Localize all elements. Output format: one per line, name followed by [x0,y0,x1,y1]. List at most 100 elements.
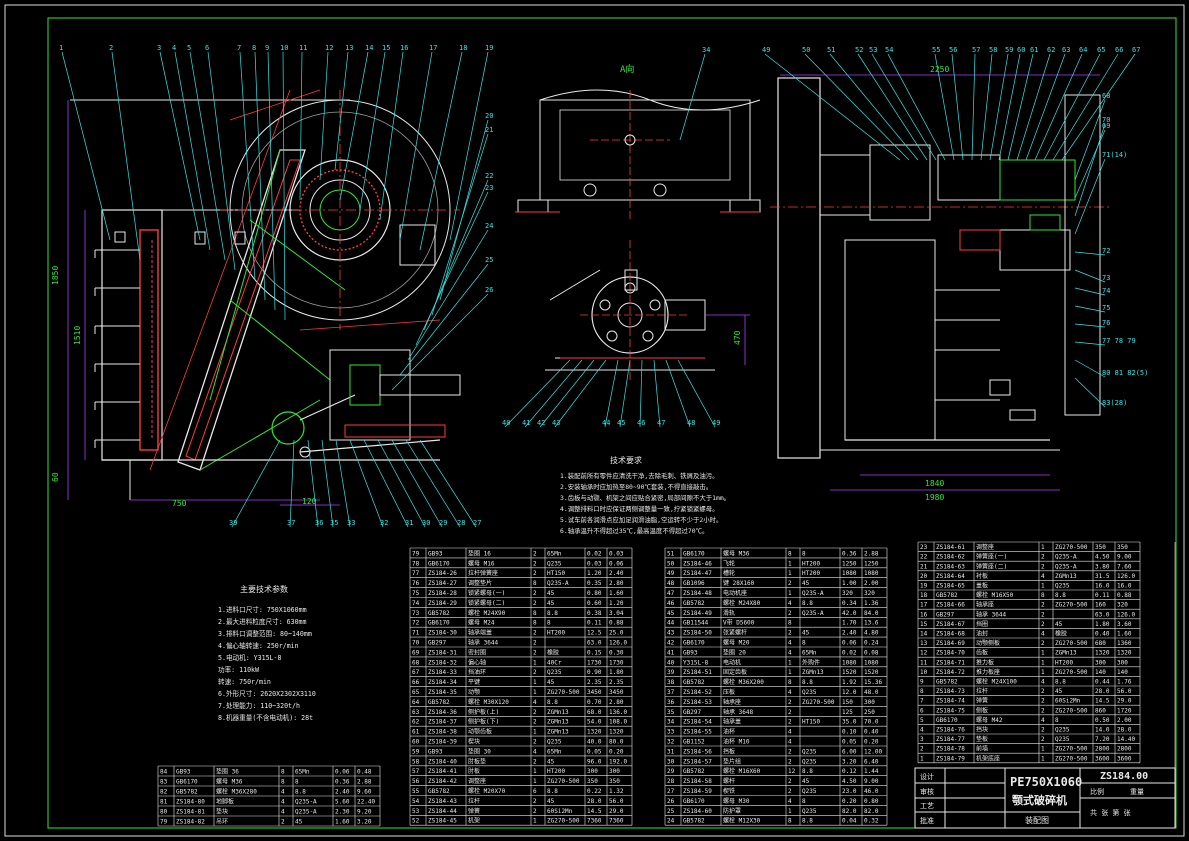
balloon-61: 61 [1030,46,1038,54]
bom-cell: 槽轮 [723,569,735,577]
bom-cell: 0.12 [842,768,857,775]
bom-cell: 56.0 [609,798,624,805]
sheet-inner-frame [47,17,1177,829]
bom-cell: 飞轮 [723,559,735,567]
bom-cell: 8 [1041,592,1045,599]
bom-cell: ZS184-82 [176,819,205,826]
bom-cell: 68 [412,659,420,666]
bom-cell: 键 28X160 [723,579,755,587]
bom-cell: 39 [667,669,675,676]
bom-cell: 1 [788,560,792,567]
bom-cell: 2 [788,699,792,706]
bom-cell: 45 [667,610,675,617]
bom-cell: 43 [667,630,675,637]
bom-cell: 23 [920,544,928,551]
bom-cell: 45 [1055,621,1063,628]
bom-cell: 8 [920,688,924,695]
bom-cell: 52 [412,818,420,825]
bom-cell: 19 [920,583,928,590]
balloon-4: 4 [172,44,176,52]
bom-cell: 2.88 [864,550,879,557]
bom-cell: ZGMn13 [802,669,824,676]
bom-cell: 0.02 [842,649,857,656]
bom-cell: 0.04 [842,818,857,825]
bom-cell: ZS184-75 [936,707,965,714]
sheet-outer-frame [4,4,1185,837]
bom-cell: 38 [667,679,675,686]
bom-cell: 29 [667,768,675,775]
bom-cell: 8 [533,580,537,587]
balloon-63: 63 [1062,46,1070,54]
bom-cell: 41 [667,649,675,656]
bom-cell: 1080 [864,570,879,577]
bom-cell: 螺栓 M24X90 [468,609,506,617]
bom-cell: 齿板 [976,649,988,657]
bom-cell: 1 [788,669,792,676]
bom-cell: GB297 [683,709,701,716]
bom-cell: 0.88 [1117,592,1132,599]
bom-cell: ZS184-76 [936,727,965,734]
bom-cell: 螺母 M36 [216,778,243,786]
bom-cell: 3 [920,736,924,743]
bom-cell: 1.32 [609,788,624,795]
bom-cell: 2 [788,719,792,726]
bom-cell: 67 [412,669,420,676]
bom-cell: 1520 [864,669,879,676]
bom-cell: ZGMn13 [547,709,569,716]
tech-line: 5.试车前各润滑点应加足润滑油脂,空运转不少于2小时。 [560,515,722,524]
bom-cell: 2 [788,580,792,587]
bom-cell: 20 [920,573,928,580]
bom-cell: 45 [547,590,555,597]
bom-cell: 30 [667,758,675,765]
bom-cell: 63.0 [587,640,602,647]
tech-line: 2.安装轴承时应加热至80~90℃套装,不得直接敲击。 [560,482,712,491]
bom-cell: 4.50 [1095,554,1110,561]
bom-cell: 1 [920,755,924,762]
bom-cell: 0.10 [842,729,857,736]
bom-cell: GB5782 [176,789,198,796]
bom-cell: 0.20 [864,739,879,746]
bom-cell: 1080 [842,570,857,577]
bom-cell: 14.0 [1095,727,1110,734]
bom-cell: 40Cr [547,659,562,666]
bom-cell: 3450 [609,689,624,696]
bom-cell: 2 [1041,602,1045,609]
bom-cell: 81 [160,799,168,806]
bom-cell: 电动机 [723,658,741,666]
balloon-15: 15 [382,44,390,52]
balloon-24: 24 [485,222,493,230]
balloon-41: 41 [522,419,530,427]
balloon-10: 10 [280,44,288,52]
bom-cell: 0.05 [842,739,857,746]
bom-cell: 1360 [1117,640,1132,647]
balloon-71(14): 71(14) [1102,151,1127,159]
bom-cell: 1 [1041,650,1045,657]
dim-right-top: 2250 [930,65,949,74]
dim-base-width: 1840 [925,479,944,488]
bom-cell: HT200 [1055,659,1073,666]
balloon-32: 32 [380,519,388,527]
bom-cell: ZS184-26 [428,570,457,577]
bom-cell: 140 [1117,669,1128,676]
bom-cell: Q235 [802,689,817,696]
bom-cell: 8 [788,620,792,627]
bom-cell: 15.36 [864,679,882,686]
bom-cell: HT200 [547,768,565,775]
bom-cell: 300 [587,768,598,775]
bom-cell: 1720 [1117,707,1132,714]
balloon-50: 50 [802,46,810,54]
bom-cell: GB6170 [176,779,198,786]
bom-cell: 1 [788,590,792,597]
balloon-43: 43 [552,419,560,427]
bom-cell: ZG270-500 [547,818,580,825]
bom-cell: 71 [412,630,420,637]
bom-cell: 螺栓 M30X120 [468,698,509,706]
bom-cell: 推力板座 [976,668,1000,676]
bom-cell: 3600 [1117,755,1132,762]
bom-cell: ZS184-37 [428,719,457,726]
dim-bottom-left: 60 [51,472,60,482]
bom-cell: 54.0 [587,719,602,726]
bom-cell: 320 [1117,602,1128,609]
bom-cell: 4 [920,727,924,734]
